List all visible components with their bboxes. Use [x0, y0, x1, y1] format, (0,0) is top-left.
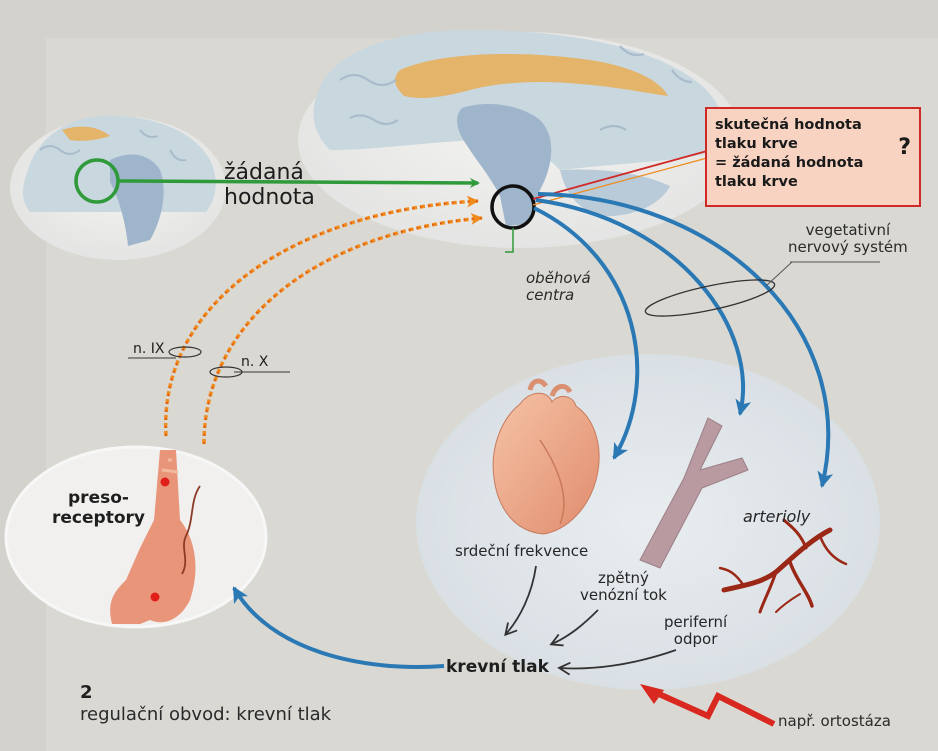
- actual-vs-target-callout: skutečná hodnota tlaku krve = žádaná hod…: [705, 107, 921, 207]
- effector-oval: [416, 354, 880, 690]
- pressoreceptor-dot: [151, 593, 160, 602]
- callout-target-line1: = žádaná hodnota: [715, 154, 911, 173]
- pressoreceptors-label: preso- receptory: [52, 489, 145, 528]
- nerve-x-label: n. X: [241, 354, 268, 370]
- peripheral-resistance-label: periferní odpor: [664, 614, 727, 649]
- callout-actual-line1: skutečná hodnota: [715, 116, 911, 135]
- autonomic-nervous-system-label: vegetativní nervový systém: [788, 222, 908, 257]
- setpoint-label: žádaná hodnota: [224, 160, 315, 211]
- arterioles-label: arterioly: [743, 508, 810, 526]
- venous-return-label: zpětný venózní tok: [580, 570, 667, 605]
- disturbance-label: např. ortostáza: [778, 713, 891, 730]
- figure-number: 2: [80, 683, 93, 704]
- pressoreceptor-oval: [6, 447, 266, 627]
- callout-actual-line2: tlaku krve: [715, 135, 911, 154]
- heart-rate-label: srdeční frekvence: [455, 543, 588, 560]
- question-mark: ?: [898, 135, 911, 160]
- nerve-ix-label: n. IX: [133, 341, 165, 357]
- circulatory-centers-label: oběhová centra: [526, 270, 591, 305]
- blood-pressure-label: krevní tlak: [446, 658, 549, 678]
- callout-target-line2: tlaku krve: [715, 173, 911, 192]
- pressoreceptor-dot: [161, 478, 170, 487]
- figure-caption: regulační obvod: krevní tlak: [80, 705, 331, 726]
